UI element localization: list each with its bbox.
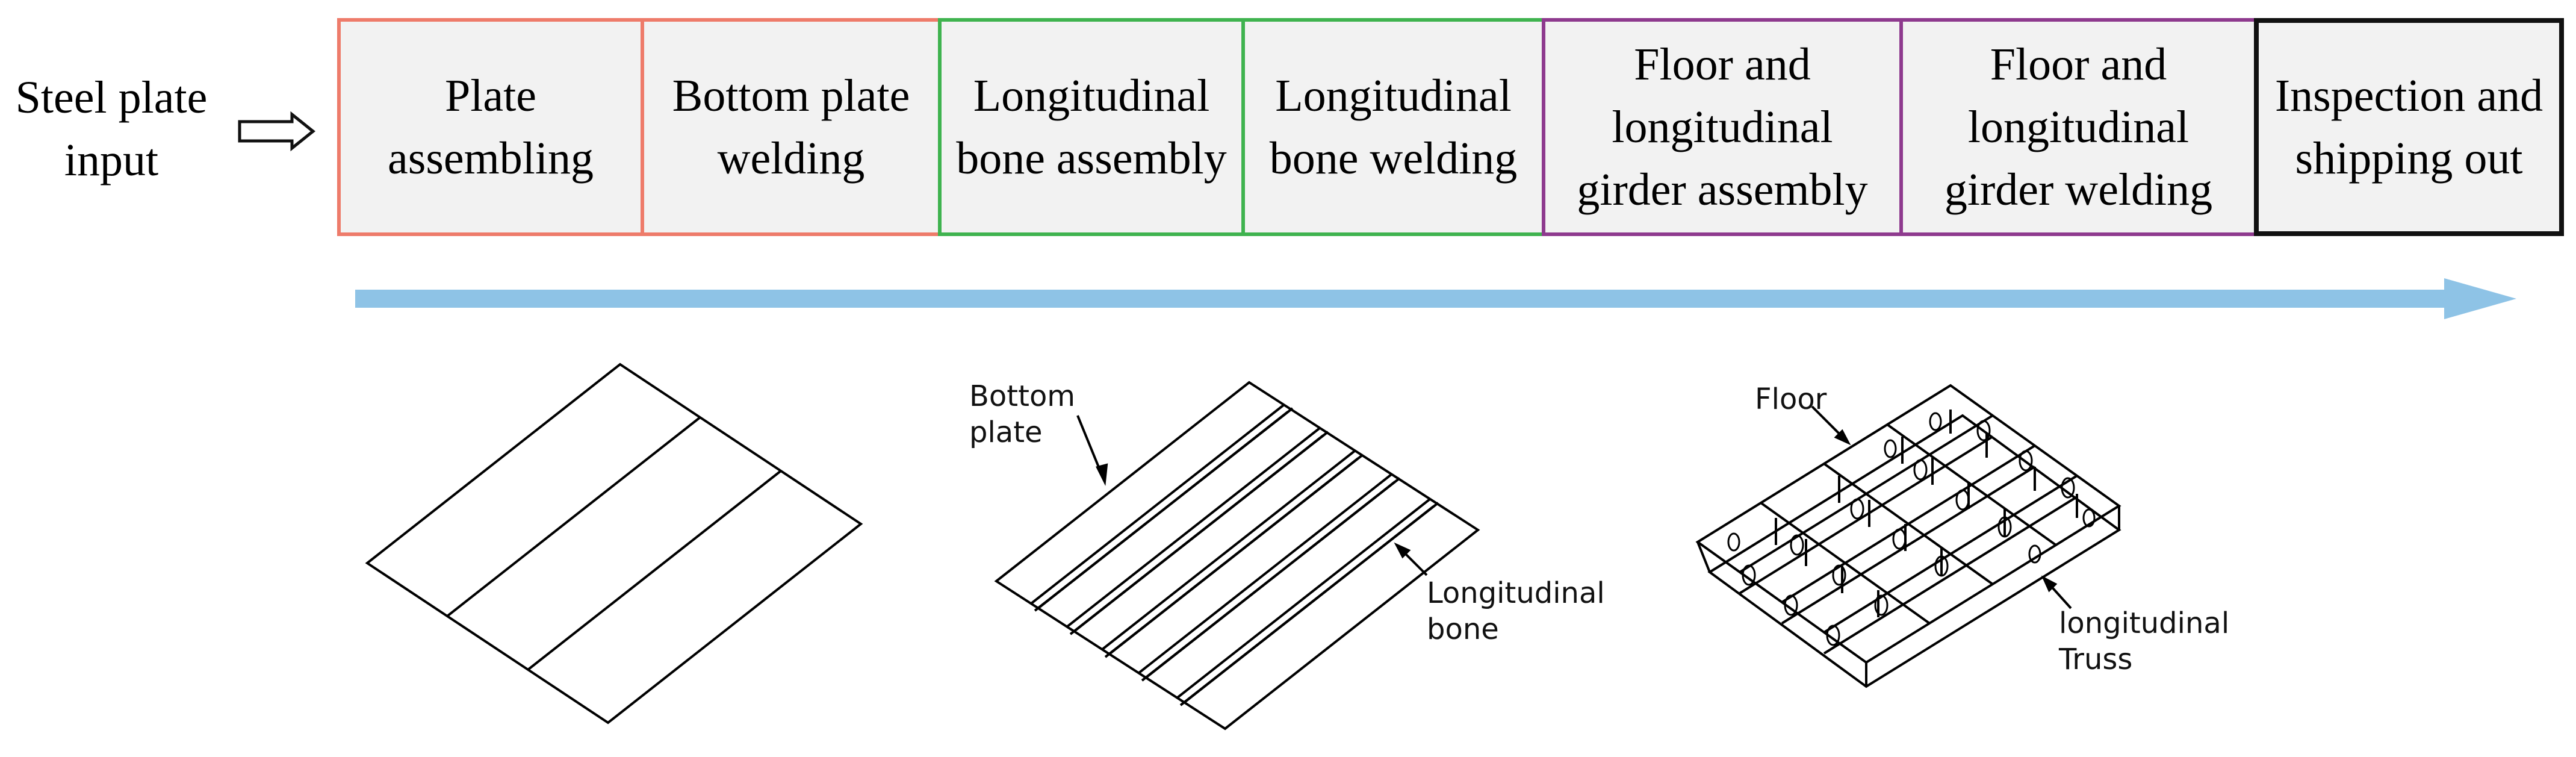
plate-assembly-drawing bbox=[365, 363, 863, 724]
floor-caption: Floor bbox=[1755, 382, 1827, 416]
step-floor-girder-welding: Floor and longitudinal girder welding bbox=[1899, 18, 2258, 236]
step-inspection-shipping: Inspection and shipping out bbox=[2254, 18, 2564, 236]
step-floor-girder-assembly: Floor and longitudinal girder assembly bbox=[1542, 18, 1903, 236]
girder-grillage-drawing bbox=[1695, 384, 2121, 688]
callout-leaders-bone bbox=[1076, 415, 1428, 576]
lightening-holes bbox=[1727, 412, 2096, 646]
longitudinal-bone-caption: Longitudinal bone bbox=[1427, 576, 1605, 646]
input-arrow-icon bbox=[238, 111, 316, 152]
step-longitudinal-bone-welding: Longitudinal bone welding bbox=[1241, 18, 1545, 236]
bottom-plate-caption: Bottom plate bbox=[969, 379, 1076, 449]
step-longitudinal-bone-assembly: Longitudinal bone assembly bbox=[938, 18, 1245, 236]
steel-plate-input-label: Steel plate input bbox=[15, 72, 208, 185]
longitudinal-bone-drawing bbox=[994, 381, 1480, 731]
process-flow-arrow bbox=[355, 278, 2516, 319]
callout-leaders-grillage bbox=[1811, 405, 2072, 609]
longitudinal-truss-caption: longitudinal Truss bbox=[2059, 606, 2230, 676]
